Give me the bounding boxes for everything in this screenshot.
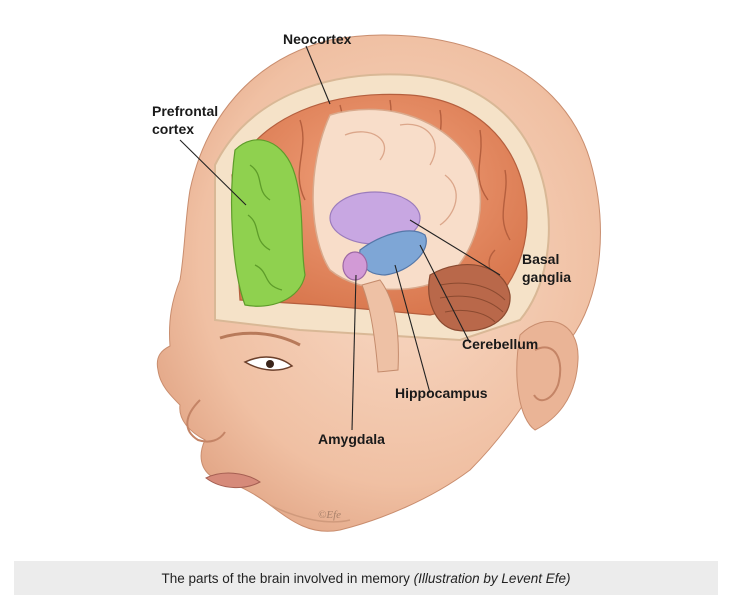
prefrontal-cortex [231, 139, 306, 307]
label-prefrontal-line2: cortex [152, 121, 194, 137]
ear [516, 320, 579, 431]
amygdala [342, 251, 368, 281]
label-basal-line1: Basal [522, 251, 559, 267]
figure-caption: The parts of the brain involved in memor… [14, 561, 718, 595]
lips [205, 472, 261, 488]
brain-illustration: Neocortex Prefrontal cortex Basal gangli… [152, 31, 601, 532]
jaw-line [269, 504, 351, 523]
label-hippocampus: Hippocampus [395, 385, 488, 401]
label-neocortex: Neocortex [283, 31, 352, 47]
label-cerebellum: Cerebellum [462, 336, 538, 352]
caption-text: The parts of the brain involved in memor… [161, 570, 414, 586]
label-amygdala: Amygdala [318, 431, 385, 447]
brain-stem [361, 279, 399, 373]
nose [186, 399, 226, 443]
caption-credit: (Illustration by Levent Efe) [413, 570, 571, 586]
leader-lines [179, 45, 501, 431]
cerebellum [428, 264, 511, 332]
label-basal-line2: ganglia [522, 269, 571, 285]
label-prefrontal-line1: Prefrontal [152, 103, 218, 119]
prefrontal-folds [247, 164, 283, 291]
white-matter-folds [344, 123, 457, 226]
eyebrow [219, 331, 301, 347]
artist-signature: ©Efe [318, 509, 341, 521]
pupil [266, 360, 274, 368]
ear-inner [533, 346, 562, 402]
